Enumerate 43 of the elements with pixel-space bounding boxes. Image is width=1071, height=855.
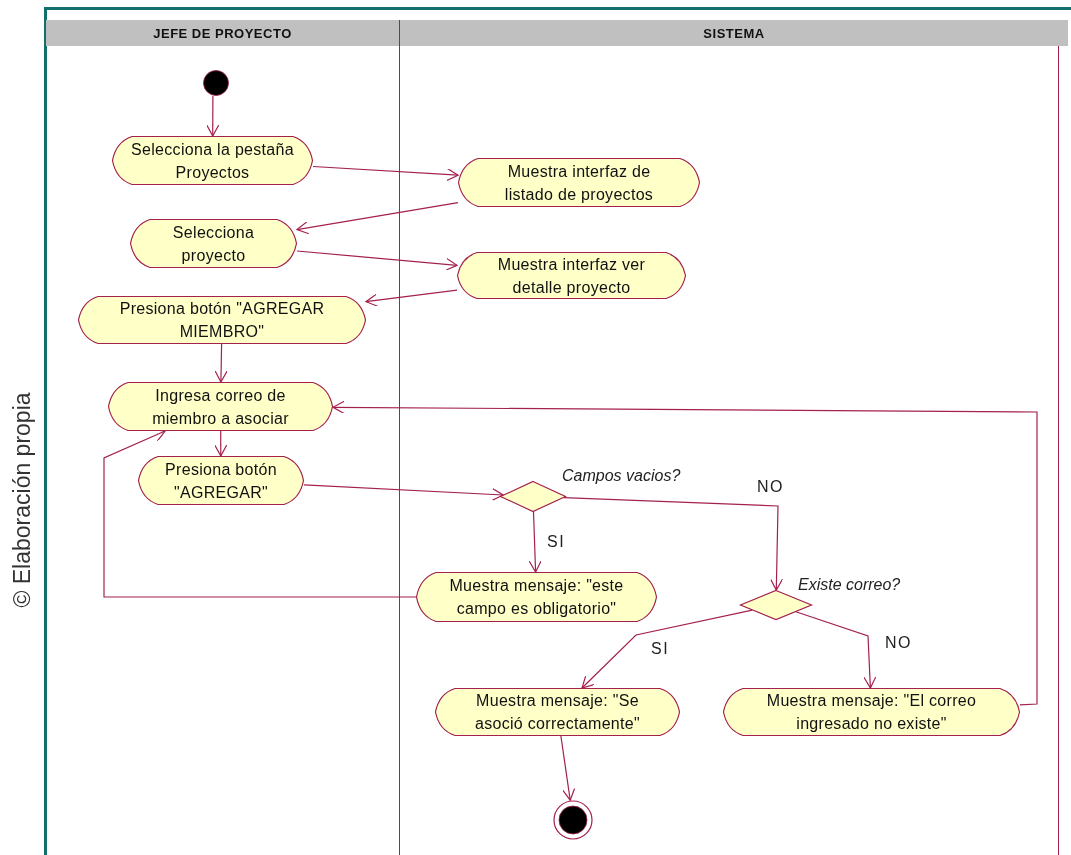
start-node: [200, 70, 232, 96]
action-text: Ingresa correo de miembro a asociar: [151, 385, 290, 429]
action-box: [130, 219, 297, 268]
action-box: [457, 252, 686, 299]
swimlane: [46, 20, 400, 855]
flow-arrow: [581, 609, 753, 689]
action-box: [78, 296, 366, 344]
flow-arrow: [103, 429, 417, 598]
flow-arrow: [312, 165, 459, 182]
action-text: Muestra mensaje: "este campo es obligatorio": [448, 576, 625, 619]
flow-arrow: [296, 250, 458, 271]
flow-arrow: [560, 735, 576, 801]
action-box: [112, 136, 313, 185]
flow-arrow: [303, 484, 504, 502]
action-box: [416, 572, 657, 622]
flow-arrow: [795, 611, 877, 689]
action-text: Selecciona proyecto: [171, 222, 256, 266]
action-box: [723, 688, 1020, 736]
action-box: [435, 688, 680, 736]
lane-header: JEFE DE PROYECTO: [46, 20, 399, 46]
flow-arrow: [365, 289, 458, 307]
action-text: Presiona botón "AGREGAR MIEMBRO": [118, 299, 326, 342]
flow-arrow: [332, 400, 1038, 706]
condition-label: Existe correo?: [798, 576, 901, 594]
condition-label: Campos vacios?: [562, 467, 681, 485]
flow-arrow: [206, 95, 220, 137]
action-text: Muestra mensaje: "Se asoció correctamente": [474, 691, 641, 734]
credit-note: © Elaboración propia: [8, 391, 36, 610]
lane-header: SISTEMA: [400, 20, 1068, 46]
flow-arrow: [528, 511, 542, 573]
flow-arrow: [214, 430, 228, 457]
flow-arrow: [562, 497, 784, 591]
action-text: Presiona botón "AGREGAR": [164, 459, 278, 503]
action-text: Muestra mensaje: "El correo ingresado no existe": [765, 691, 978, 734]
flow-arrow: [296, 202, 459, 235]
action-box: [458, 158, 700, 207]
end-node: [553, 800, 593, 840]
action-text: Muestra interfaz ver detalle proyecto: [496, 254, 647, 298]
action-box: [108, 382, 333, 431]
action-text: Muestra interfaz de listado de proyectos: [503, 161, 655, 205]
flow-arrow: [214, 343, 228, 383]
action-box: [138, 456, 304, 505]
action-text: Selecciona la pestaña Proyectos: [130, 139, 295, 183]
